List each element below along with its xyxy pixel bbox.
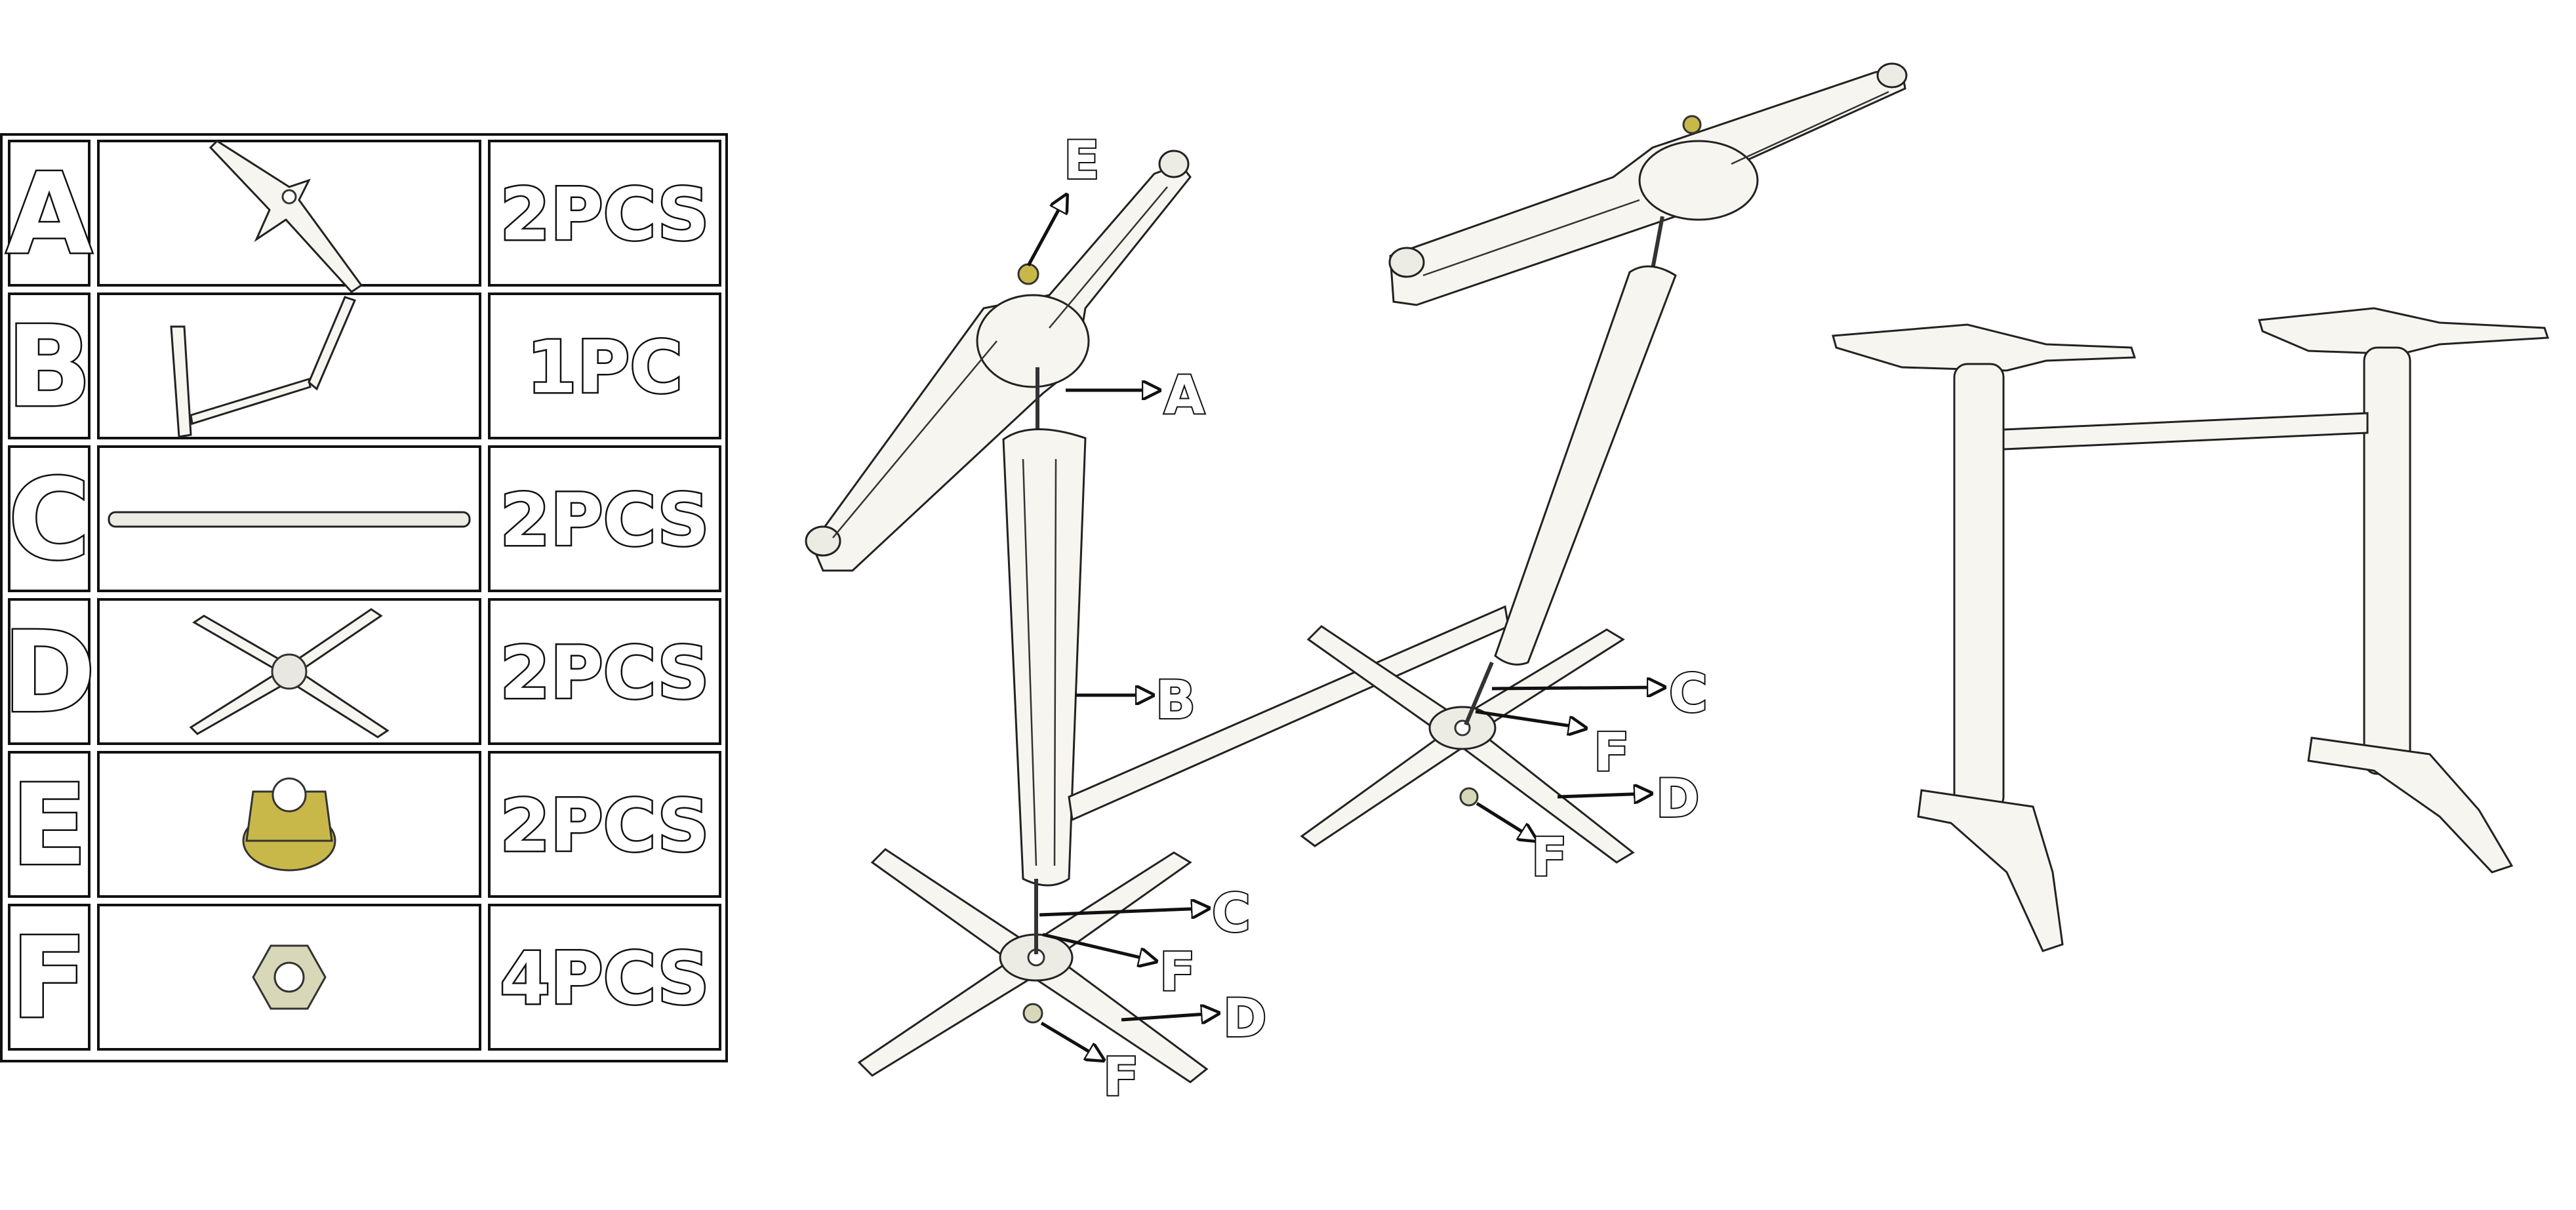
part-quantity: 2PCS xyxy=(500,478,709,562)
svg-text:D: D xyxy=(1223,988,1266,1049)
column-right xyxy=(1494,216,1677,666)
callout-d-right: D xyxy=(1557,767,1701,830)
tee-bracket-icon xyxy=(209,140,363,293)
svg-text:D: D xyxy=(1656,768,1699,829)
part-quantity: 2PCS xyxy=(500,631,709,715)
svg-text:F: F xyxy=(1594,722,1630,783)
callout-f-left-1: F xyxy=(1042,933,1197,1004)
cross-base-icon xyxy=(189,608,390,738)
callout-a: A xyxy=(1066,363,1206,427)
exploded-right-assembly xyxy=(1300,62,1908,864)
bracket-a-left xyxy=(805,150,1192,572)
exploded-left-assembly xyxy=(805,150,1510,1083)
rod-c-right xyxy=(1464,661,1494,726)
nut-f-right xyxy=(1459,787,1479,807)
part-letter: C xyxy=(9,455,91,585)
svg-text:F: F xyxy=(1531,827,1567,888)
column-frame-icon xyxy=(170,296,357,438)
table-row: A 2PCS xyxy=(5,140,721,293)
svg-text:F: F xyxy=(1159,942,1196,1003)
assembled-column-left xyxy=(1953,363,2005,811)
callout-e: E xyxy=(1026,129,1101,267)
table-row: E 2PCS xyxy=(8,751,721,898)
svg-text:A: A xyxy=(1164,365,1205,426)
table-row: D 2PCS xyxy=(1,598,721,745)
part-letter: D xyxy=(3,608,95,738)
svg-text:C: C xyxy=(1669,663,1708,724)
part-letter: F xyxy=(11,914,87,1043)
svg-text:E: E xyxy=(1064,130,1100,191)
callout-b: B xyxy=(1076,668,1197,732)
table-border xyxy=(0,133,728,1062)
table-row: B 1PC xyxy=(5,292,721,439)
part-quantity: 2PCS xyxy=(500,172,709,256)
base-d-right xyxy=(1300,625,1635,864)
parts-table: A 2PCS B 1PC C 2PCS D 2PCS E 2PCS F 4PCS xyxy=(0,133,728,1062)
rod-icon xyxy=(108,511,471,528)
callout-c-right: C xyxy=(1491,662,1709,725)
hex-nut-icon xyxy=(252,944,327,1010)
table-row: C 2PCS xyxy=(7,445,721,592)
part-letter: E xyxy=(11,761,87,891)
svg-text:F: F xyxy=(1103,1047,1139,1108)
assembled-foot-right xyxy=(2307,736,2514,874)
callout-f-right-2: F xyxy=(1476,801,1569,889)
part-letter: A xyxy=(6,150,92,279)
assembled-column-right xyxy=(2363,346,2411,775)
assembled-stretcher xyxy=(2002,412,2369,451)
callout-c-left: C xyxy=(1039,881,1252,945)
part-quantity: 2PCS xyxy=(500,784,709,868)
part-letter: B xyxy=(7,302,92,432)
nut-e-right xyxy=(1682,115,1702,134)
assembled-top-right xyxy=(2258,307,2550,355)
flange-nut-icon xyxy=(242,777,336,872)
callout-f-left-2: F xyxy=(1040,1021,1140,1109)
svg-text:B: B xyxy=(1156,670,1196,731)
part-quantity: 1PC xyxy=(527,325,683,409)
callouts: E A B C F D F C xyxy=(1026,129,1709,1109)
nut-f-left xyxy=(1022,1003,1043,1024)
callout-f-right-1: F xyxy=(1475,710,1631,784)
assembled-foot-left xyxy=(1917,789,2064,952)
nut-e-left xyxy=(1017,263,1039,285)
base-d-left xyxy=(857,848,1209,1083)
table-row: F 4PCS xyxy=(8,904,721,1051)
assembled-top-left xyxy=(1832,323,2137,372)
callout-d-left: D xyxy=(1121,986,1268,1050)
assembled-table-base xyxy=(1832,307,2550,952)
bracket-a-right xyxy=(1388,62,1908,306)
svg-text:C: C xyxy=(1212,883,1251,944)
part-quantity: 4PCS xyxy=(500,937,709,1020)
